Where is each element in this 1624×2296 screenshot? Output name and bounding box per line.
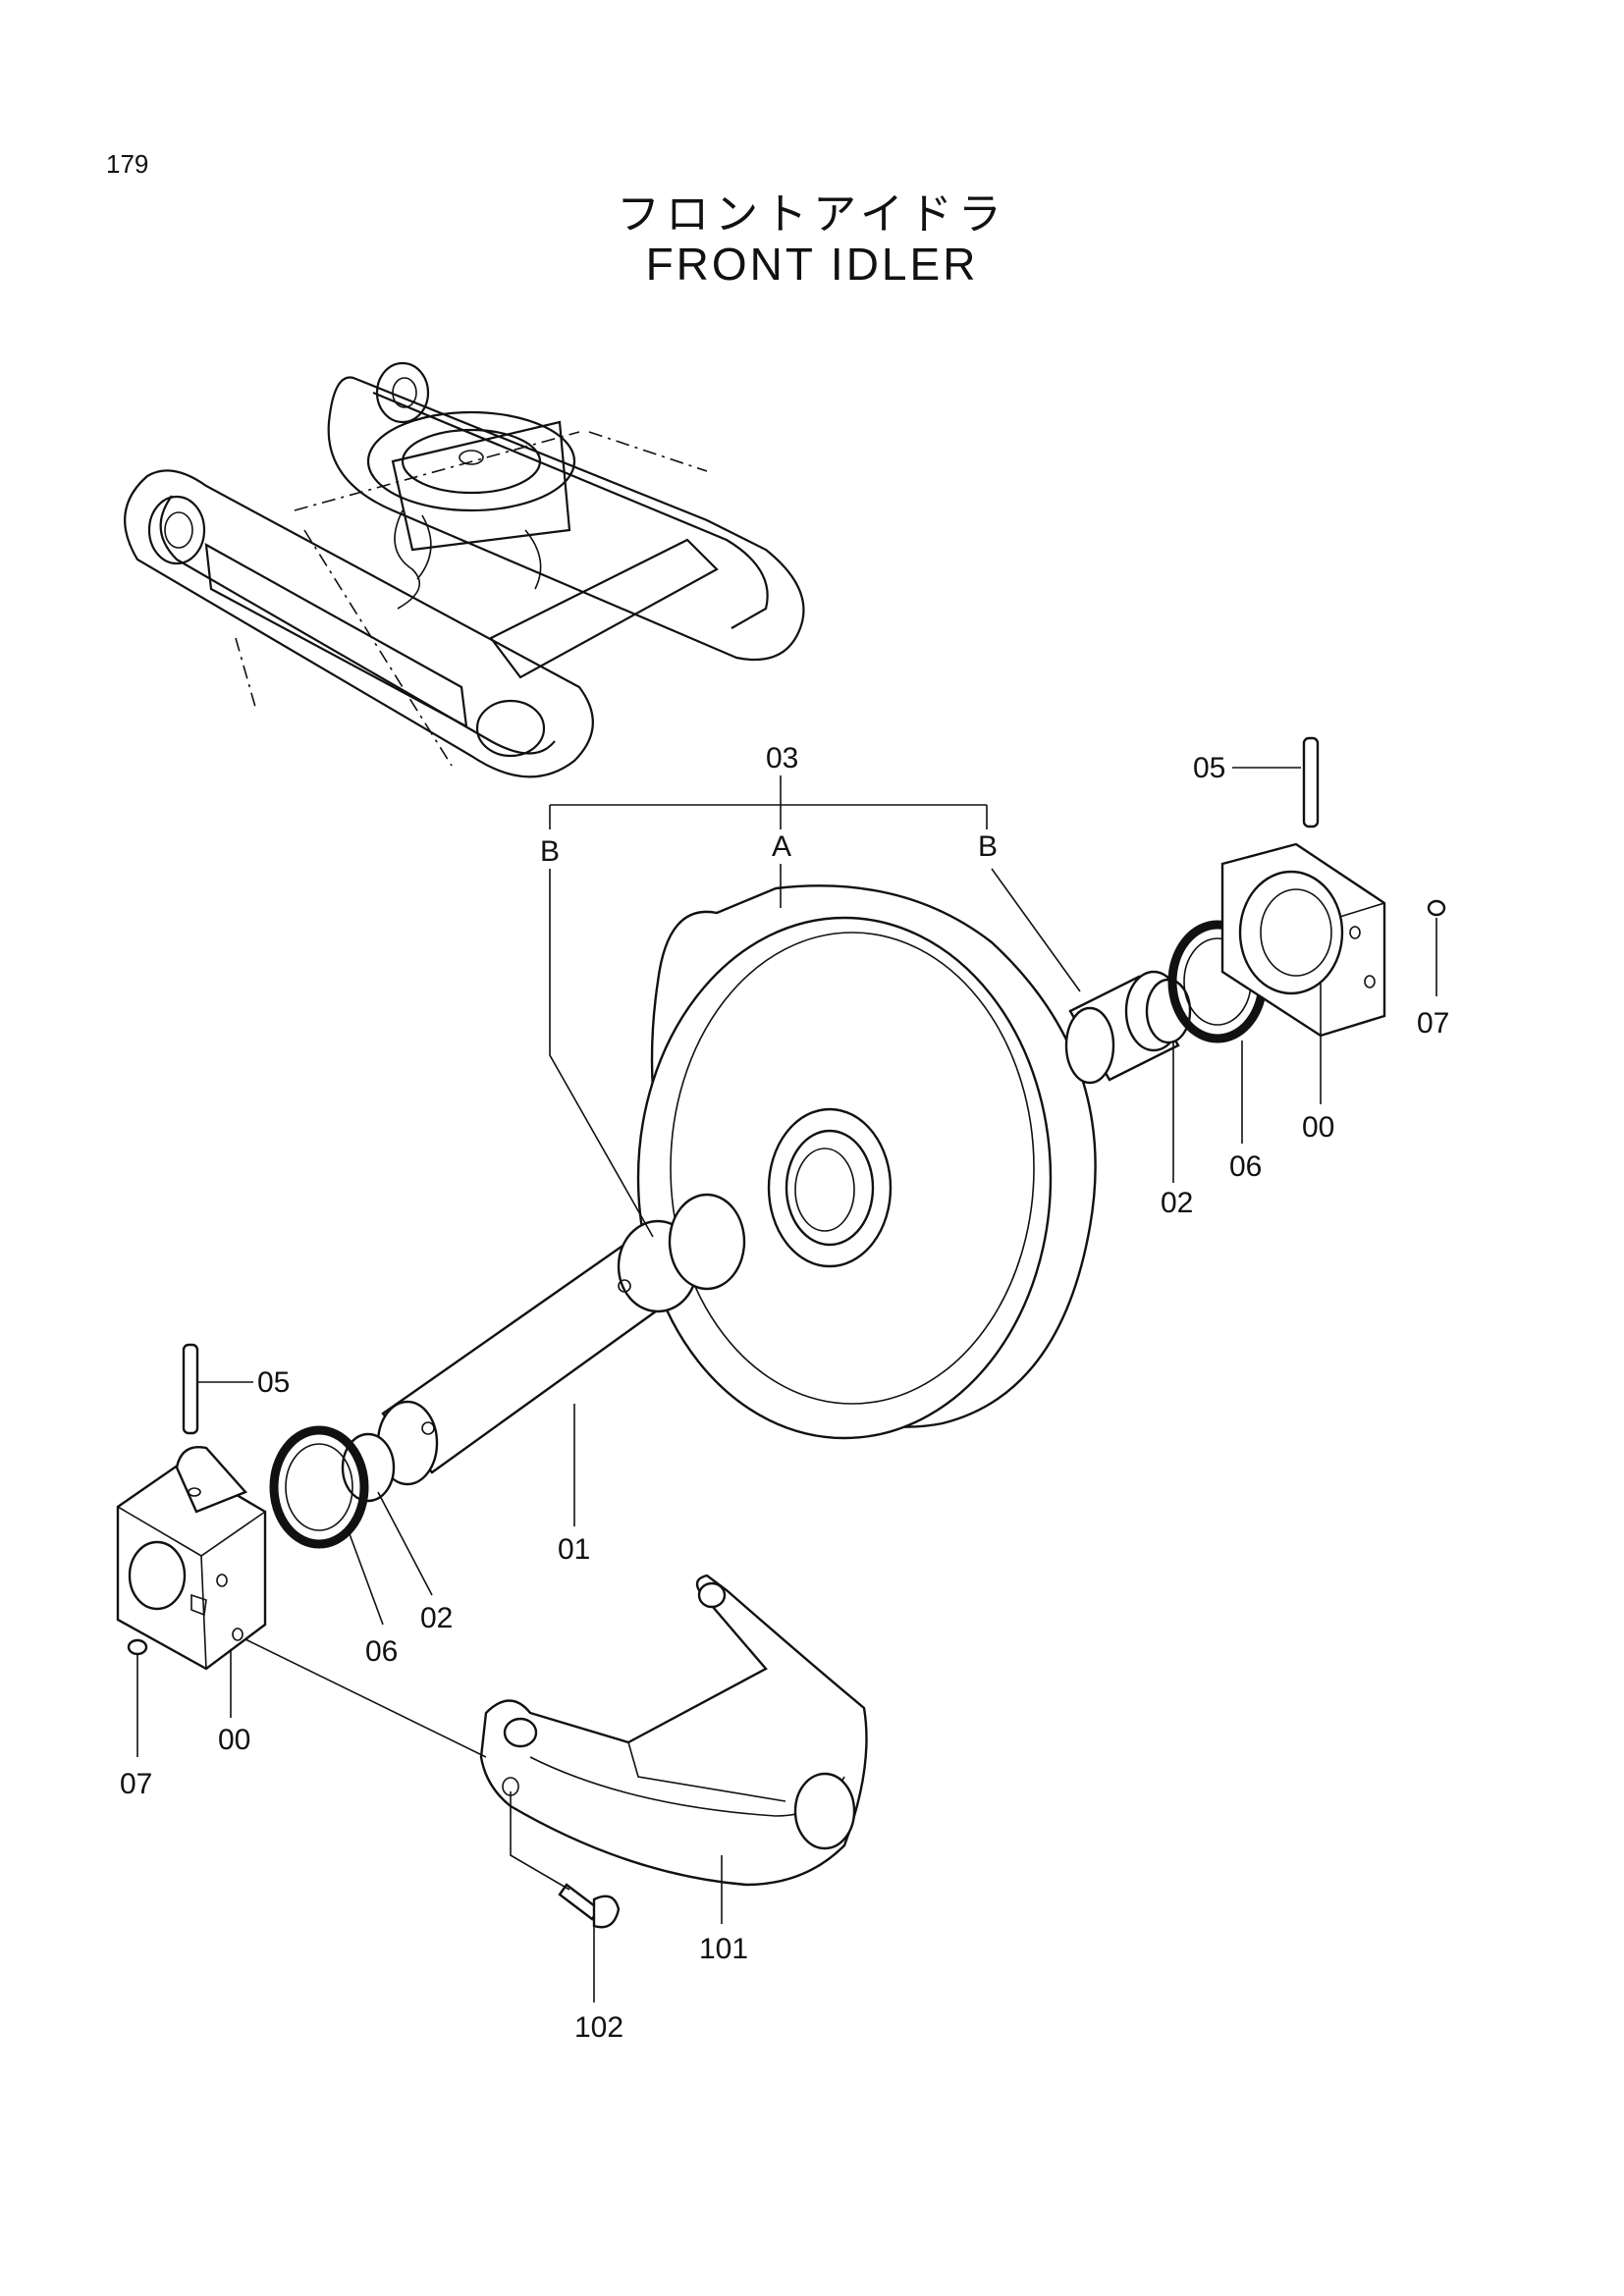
callout-b-right: B <box>978 830 998 863</box>
callout-00-left: 00 <box>218 1724 250 1756</box>
shaft <box>376 970 1183 1486</box>
left-seal-set <box>269 1425 396 1549</box>
callout-02-right: 02 <box>1161 1187 1193 1219</box>
plug-right <box>1427 899 1446 917</box>
callout-b-left: B <box>540 835 560 868</box>
callout-00-right: 00 <box>1302 1111 1334 1144</box>
callout-03: 03 <box>766 742 798 774</box>
yoke <box>479 1574 868 1887</box>
callout-01: 01 <box>558 1533 590 1566</box>
callout-05-right: 05 <box>1193 752 1225 784</box>
callout-05-left: 05 <box>257 1366 290 1399</box>
left-bracket <box>116 1446 267 1671</box>
callout-06-left: 06 <box>365 1635 398 1668</box>
leader-lines <box>136 767 1437 2002</box>
callout-07-right: 07 <box>1417 1007 1449 1040</box>
callout-labels: 03 A B B 05 07 00 06 02 05 01 02 06 00 0… <box>120 742 1449 2044</box>
callout-101: 101 <box>699 1933 748 1965</box>
callout-07-left: 07 <box>120 1768 152 1800</box>
title-english: FRONT IDLER <box>645 239 979 290</box>
callout-02-left: 02 <box>420 1602 453 1634</box>
undercarriage-overview <box>124 361 805 778</box>
page-number: 179 <box>106 149 149 179</box>
callout-a: A <box>772 830 791 863</box>
idler-wheel <box>636 884 1097 1440</box>
title-japanese: フロントアイドラ <box>617 189 1007 240</box>
plug-left <box>127 1638 148 1656</box>
pin-left <box>182 1343 199 1435</box>
callout-102: 102 <box>574 2011 623 2044</box>
pin-right <box>1302 736 1320 828</box>
bolt <box>558 1883 621 1929</box>
callout-06-right: 06 <box>1229 1150 1262 1183</box>
right-bracket <box>1220 842 1386 1038</box>
